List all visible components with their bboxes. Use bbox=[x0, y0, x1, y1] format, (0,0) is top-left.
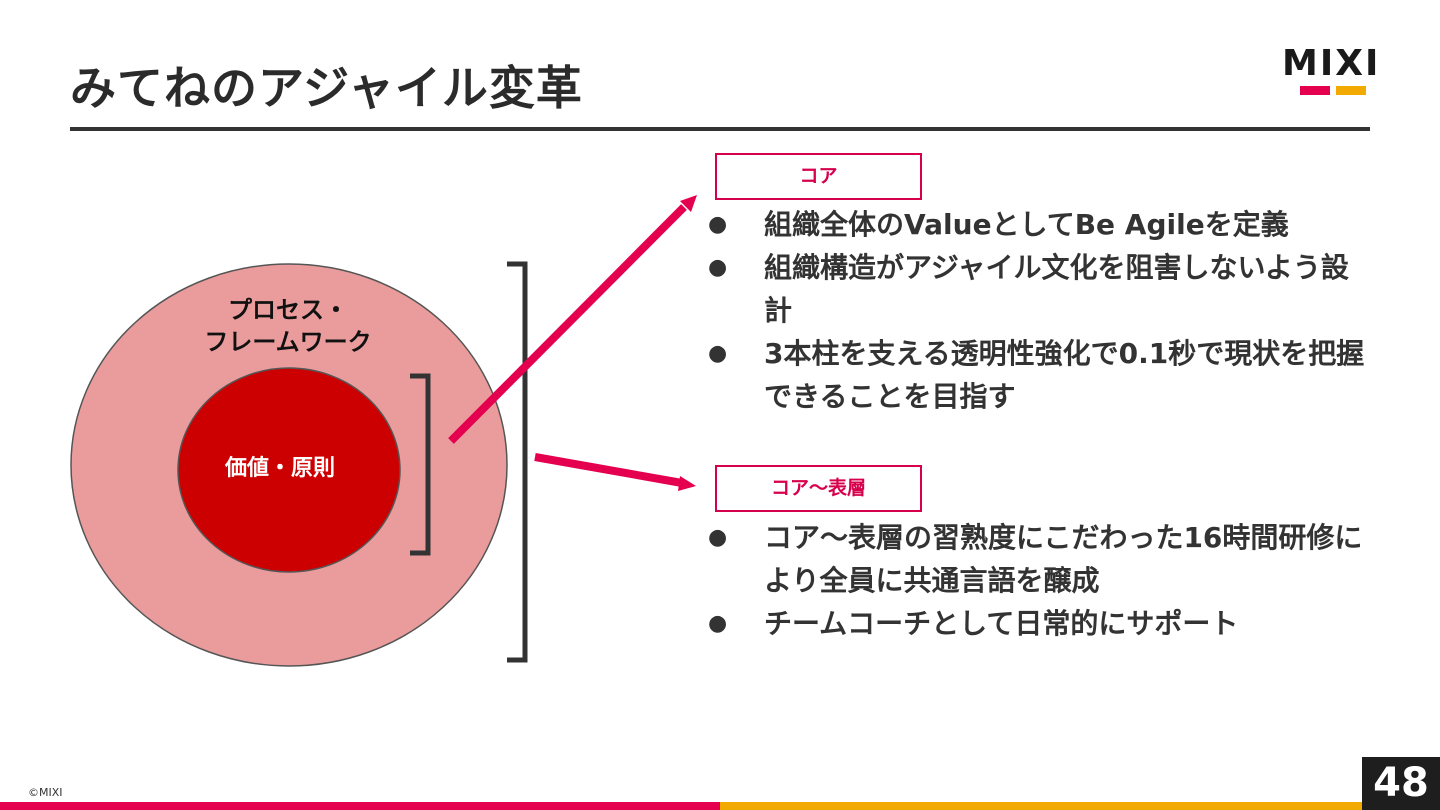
process-framework-label-line1: プロセス・ bbox=[228, 296, 348, 324]
bullet-text: コア〜表層の習熟度にこだわった16時間研修により全員に共通言語を醸成 bbox=[764, 521, 1363, 597]
list-item: ● 組織全体のValueとしてBe Agileを定義 bbox=[708, 203, 1374, 246]
arrow-to-core-line bbox=[448, 204, 687, 444]
process-framework-label: プロセス・ フレームワーク bbox=[188, 294, 388, 358]
logo-pink-bar bbox=[1300, 86, 1330, 95]
inner-circle bbox=[177, 367, 401, 573]
bullet-icon: ● bbox=[708, 212, 728, 237]
arrow-to-surface-head bbox=[678, 476, 696, 491]
arrow-to-core-head bbox=[680, 195, 697, 212]
list-item: ● 3本柱を支える透明性強化で0.1秒で現状を把握できることを目指す bbox=[708, 332, 1374, 418]
mixi-logo: MIXI bbox=[1282, 44, 1382, 96]
bullet-icon: ● bbox=[708, 255, 728, 280]
bullet-text: チームコーチとして日常的にサポート bbox=[764, 607, 1239, 640]
title-divider bbox=[70, 127, 1370, 131]
bullet-icon: ● bbox=[708, 341, 728, 366]
bullet-text: 組織構造がアジャイル文化を阻害しないよう設計 bbox=[764, 251, 1349, 327]
inner-bracket bbox=[410, 373, 431, 556]
bullet-icon: ● bbox=[708, 525, 728, 550]
logo-text: MIXI bbox=[1282, 43, 1381, 84]
logo-yellow-bar bbox=[1336, 86, 1366, 95]
surface-bullet-list: ● コア〜表層の習熟度にこだわった16時間研修により全員に共通言語を醸成 ● チーム… bbox=[708, 516, 1374, 645]
footer-yellow-bar bbox=[720, 802, 1440, 810]
bullet-text: 3本柱を支える透明性強化で0.1秒で現状を把握できることを目指す bbox=[764, 337, 1365, 413]
core-bullet-list: ● 組織全体のValueとしてBe Agileを定義 ● 組織構造がアジャイル文化を… bbox=[708, 203, 1374, 418]
page-number: 48 bbox=[1362, 757, 1440, 810]
list-item: ● チームコーチとして日常的にサポート bbox=[708, 602, 1374, 645]
arrow-to-surface-line bbox=[534, 453, 683, 487]
list-item: ● コア〜表層の習熟度にこだわった16時間研修により全員に共通言語を醸成 bbox=[708, 516, 1374, 602]
outer-bracket bbox=[507, 261, 528, 663]
core-surface-tag: コア〜表層 bbox=[715, 465, 922, 512]
list-item: ● 組織構造がアジャイル文化を阻害しないよう設計 bbox=[708, 246, 1374, 332]
process-framework-label-line2: フレームワーク bbox=[204, 328, 372, 356]
copyright-notice: ©MIXI bbox=[28, 786, 63, 799]
core-tag: コア bbox=[715, 153, 922, 200]
values-principles-label: 価値・原則 bbox=[224, 456, 335, 481]
slide-title: みてねのアジャイル変革 bbox=[70, 61, 583, 115]
bullet-text: 組織全体のValueとしてBe Agileを定義 bbox=[764, 208, 1289, 241]
bullet-icon: ● bbox=[708, 611, 728, 636]
footer-pink-bar bbox=[0, 802, 720, 810]
